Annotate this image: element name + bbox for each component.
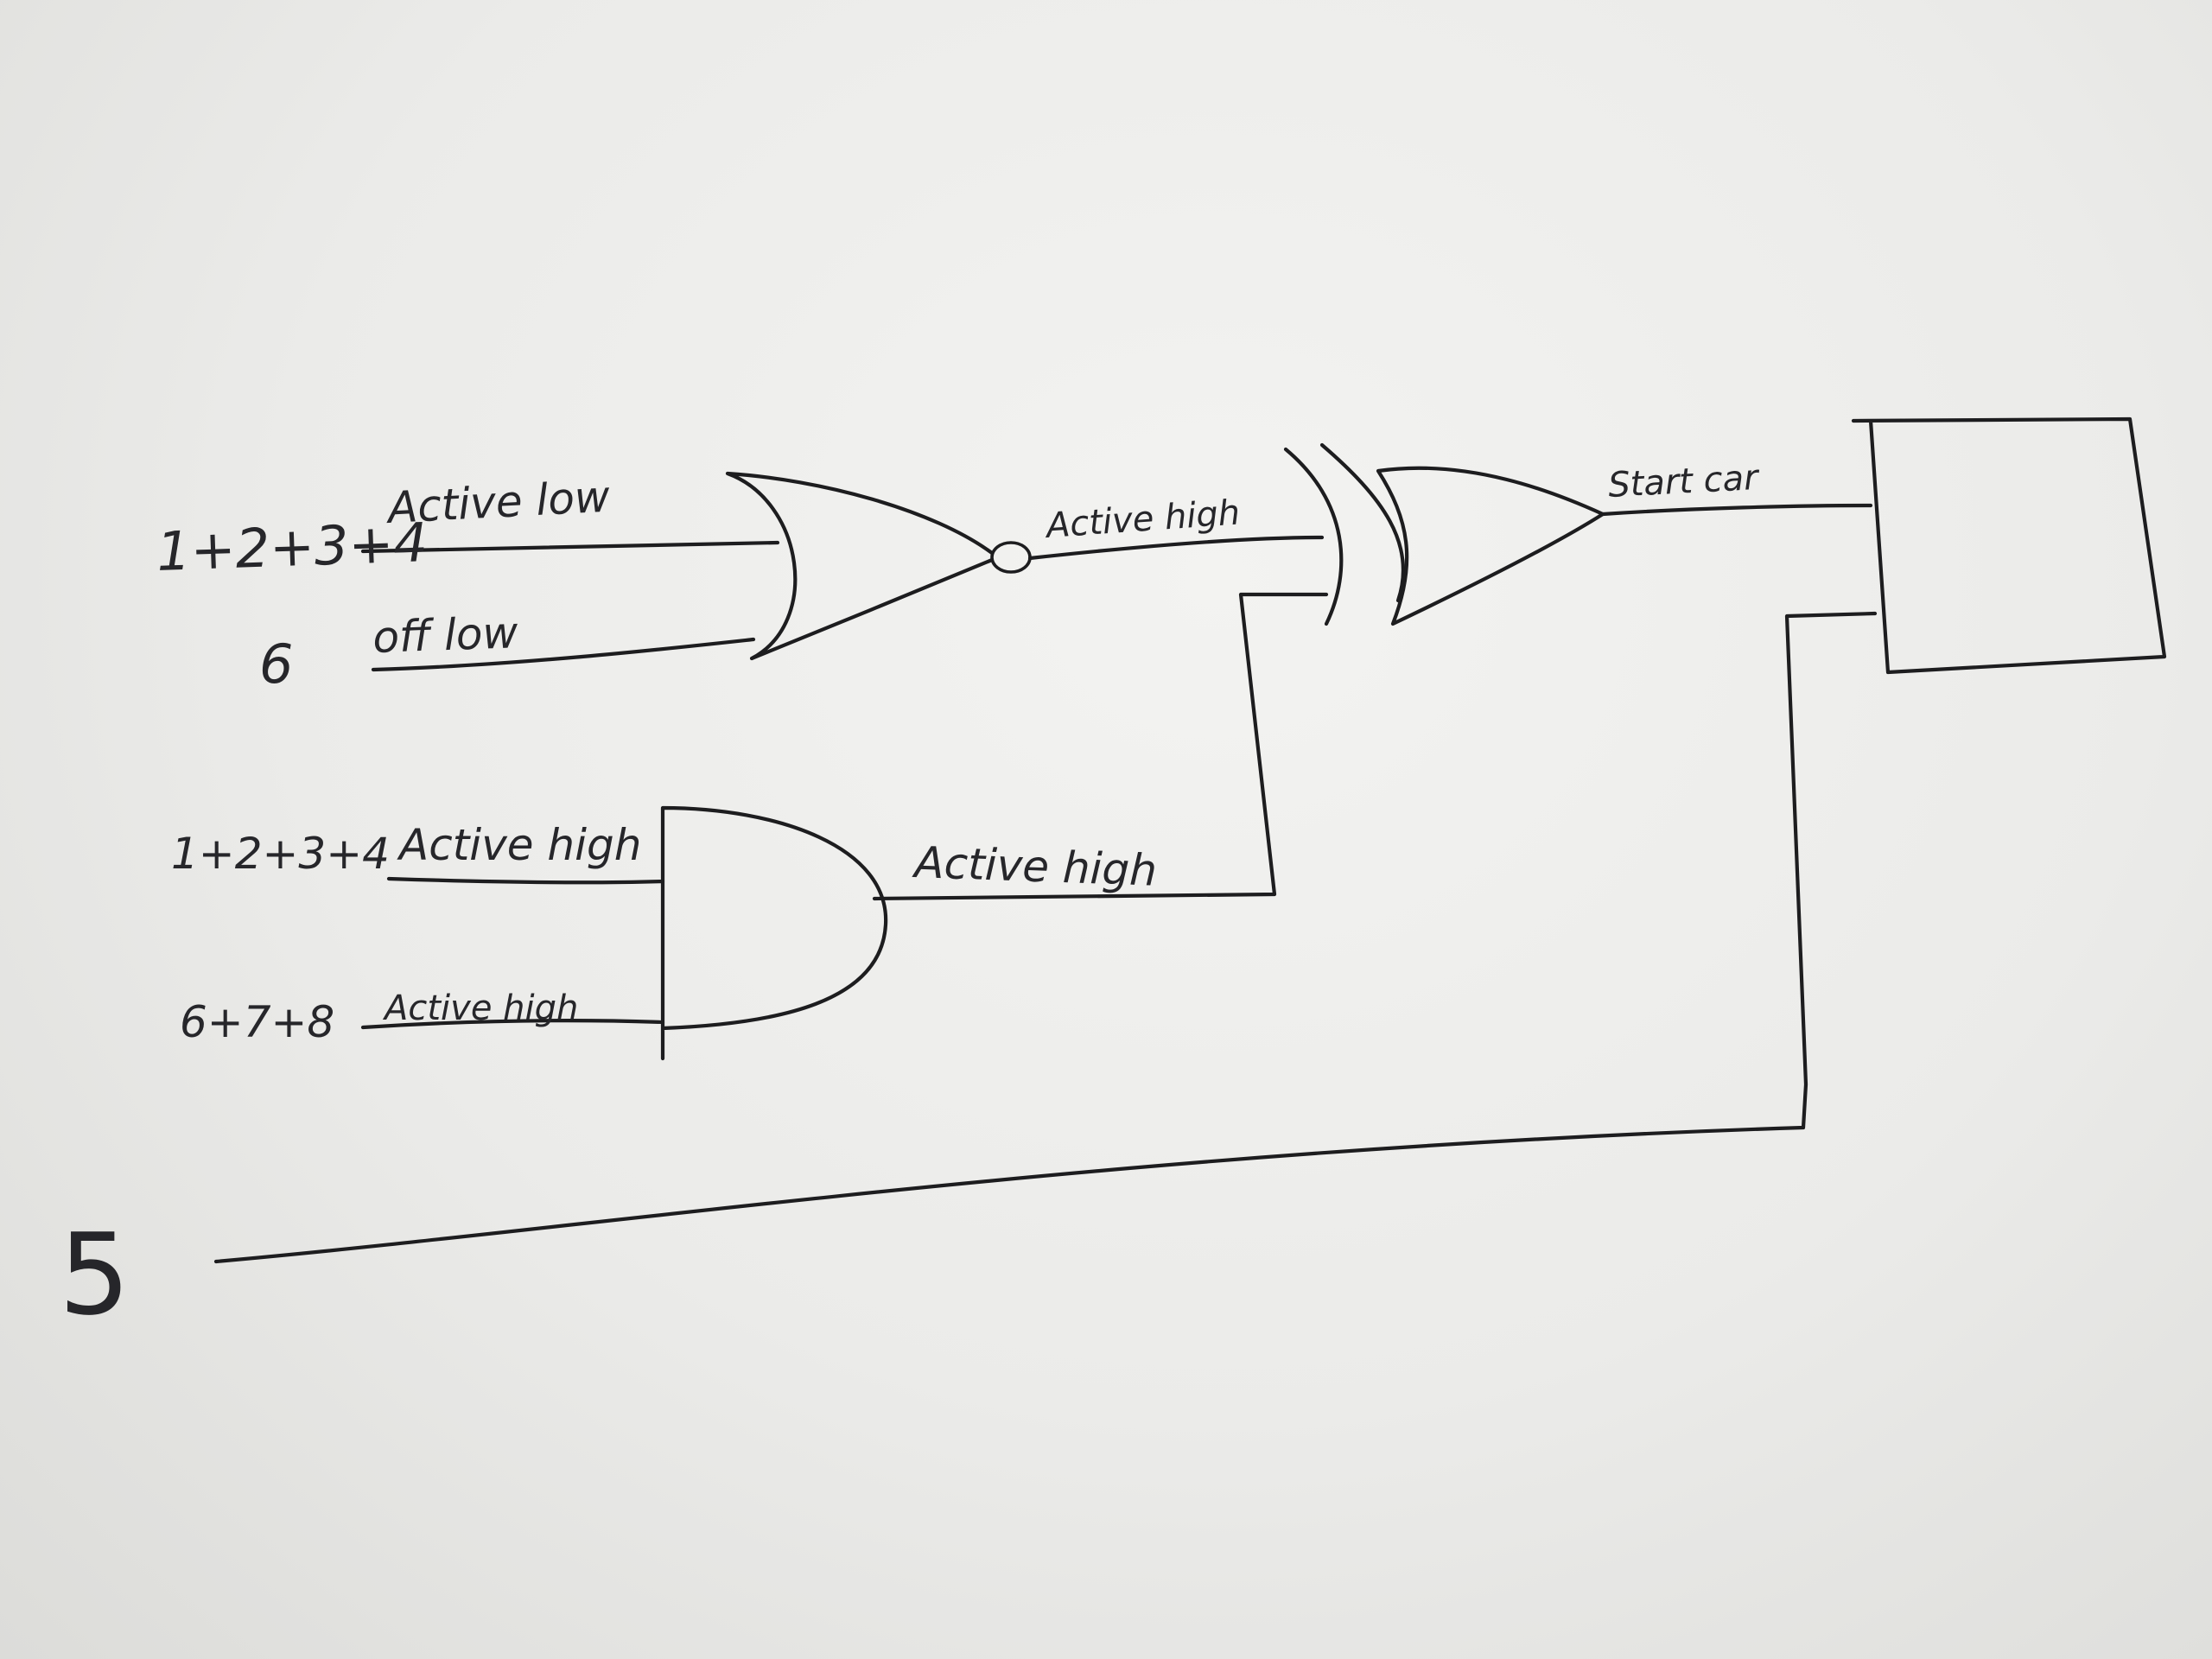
wire-nor-output bbox=[1027, 535, 1325, 561]
wire-nor-input-top bbox=[360, 540, 780, 554]
labels: 1+2+3+4 6 1+2+3+4 6+7+8 5 Active low off… bbox=[59, 458, 1761, 1340]
wire-label-and-input-top: Active high bbox=[397, 820, 641, 870]
nor-gate bbox=[725, 471, 1032, 661]
wires bbox=[213, 503, 1878, 1264]
wire-and-input-bottom bbox=[360, 1019, 665, 1030]
wire-and-input-top bbox=[386, 876, 665, 885]
input-label-six: 6 bbox=[259, 632, 293, 696]
wire-label-off-low: off low bbox=[372, 607, 518, 663]
input-label-five: 5 bbox=[59, 1209, 130, 1340]
wire-label-nor-output: Active high bbox=[1042, 493, 1241, 546]
and-gate-body bbox=[660, 805, 888, 1061]
wire-label-active-low: Active low bbox=[385, 472, 612, 534]
wire-input-five bbox=[213, 611, 1878, 1264]
wire-label-and-output: Active high bbox=[912, 837, 1158, 896]
wire-label-and-input-bottom: Active high bbox=[382, 988, 578, 1028]
output-box-outline bbox=[1851, 416, 2167, 675]
buffer-gate bbox=[1376, 466, 1605, 626]
input-label-bottom-sum: 6+7+8 bbox=[180, 997, 334, 1047]
wire-and-output bbox=[872, 592, 1329, 901]
wire-nor-input-bottom bbox=[371, 637, 756, 672]
nor-gate-body bbox=[725, 471, 995, 661]
nor-inversion-bubble bbox=[990, 541, 1032, 574]
output-box bbox=[1851, 416, 2167, 675]
wire-buffer-output bbox=[1600, 503, 1873, 517]
input-label-mid-sum: 1+2+3+4 bbox=[171, 829, 390, 879]
xor-input-arc bbox=[1283, 447, 1344, 626]
xor-gate bbox=[1283, 442, 1406, 626]
wire-label-buffer-output: Start car bbox=[1607, 458, 1761, 505]
buffer-body bbox=[1376, 466, 1605, 626]
input-label-top-sum: 1+2+3+4 bbox=[156, 511, 429, 583]
xor-body-arc bbox=[1319, 442, 1406, 603]
and-gate bbox=[660, 805, 888, 1061]
